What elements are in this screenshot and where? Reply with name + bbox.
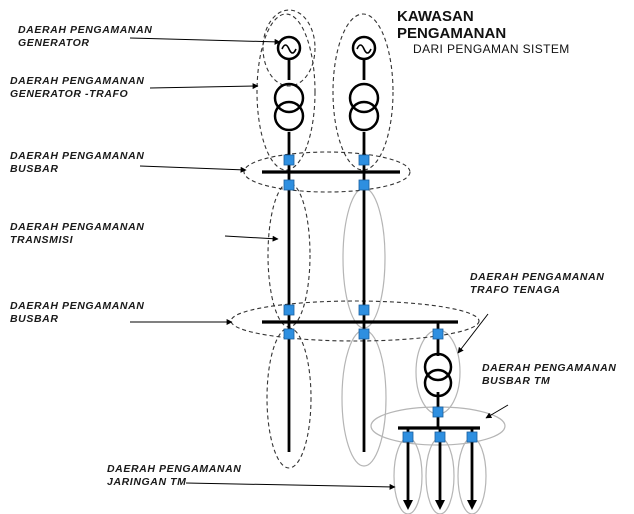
breaker [432,328,444,340]
pointer-trafo-tenaga [457,313,489,354]
solid-protection-zones [341,187,506,514]
label-jaringan-tm: DAERAH PENGAMANAN JARINGAN TM [107,463,241,489]
label-trafo-tenaga-line1: DAERAH PENGAMANAN [470,271,605,283]
transformer-generator-left [273,82,305,132]
breaker [283,154,295,166]
generators [276,35,377,61]
title-line-3: DARI PENGAMAN SISTEM [413,42,570,56]
breaker [466,431,478,443]
label-generator-trafo-line1: DAERAH PENGAMANAN [10,75,145,87]
label-busbar-top-line1: DAERAH PENGAMANAN [10,150,145,162]
breaker [432,406,444,418]
breaker [283,179,295,191]
circuit-breakers [283,154,478,443]
pointer-jaringan-tm [185,482,396,490]
generator-left [276,35,302,61]
transformer-generator-right [348,82,380,132]
pointer-generator-trafo [149,83,259,90]
conductors [262,58,480,500]
label-jaringan-tm-line1: DAERAH PENGAMANAN [107,463,242,475]
label-generator: DAERAH PENGAMANAN GENERATOR [18,24,152,50]
label-generator-line1: DAERAH PENGAMANAN [18,24,153,36]
label-transmisi-line2: TRANSMISI [10,234,74,246]
diagram-title: KAWASAN PENGAMANAN DARI PENGAMAN SISTEM [397,8,570,57]
label-trafo-tenaga: DAERAH PENGAMANAN TRAFO TENAGA [470,271,604,297]
zone-generator-left [262,9,316,87]
zone-busbar-mid [230,300,480,342]
dashed-protection-zones [230,9,480,469]
label-trafo-tenaga-line2: TRAFO TENAGA [470,284,561,296]
pointer-arrows [129,37,509,490]
feeder-arrowheads [403,500,477,510]
label-transmisi: DAERAH PENGAMANAN TRANSMISI [10,221,144,247]
pointer-busbar-top [139,165,247,173]
breaker [402,431,414,443]
breaker [358,154,370,166]
label-generator-line2: GENERATOR [18,37,90,49]
label-busbar-tm-line2: BUSBAR TM [482,375,551,387]
feeder-arrow-2 [435,500,445,510]
label-busbar-top-line2: BUSBAR [10,163,59,175]
zone-generator-trafo-right [332,13,394,171]
label-busbar-top: DAERAH PENGAMANAN BUSBAR [10,150,144,176]
label-busbar-tm-line1: DAERAH PENGAMANAN [482,362,617,374]
label-generator-trafo-line2: GENERATOR -TRAFO [10,88,129,100]
label-busbar-mid: DAERAH PENGAMANAN BUSBAR [10,300,144,326]
breaker [283,328,295,340]
breaker [283,304,295,316]
transformers [273,82,453,398]
title-line-2: PENGAMANAN [397,25,507,42]
breaker [358,328,370,340]
generator-right [351,35,377,61]
label-generator-trafo: DAERAH PENGAMANAN GENERATOR -TRAFO [10,75,144,101]
pointer-generator [129,37,281,45]
breaker [358,179,370,191]
feeder-arrow-3 [467,500,477,510]
label-busbar-tm: DAERAH PENGAMANAN BUSBAR TM [482,362,616,388]
feeder-arrow-1 [403,500,413,510]
label-busbar-mid-line1: DAERAH PENGAMANAN [10,300,145,312]
pointer-transmisi [224,235,279,242]
zone-generator-trafo-left [256,13,316,171]
transformer-tenaga [423,352,453,398]
breaker [358,304,370,316]
label-jaringan-tm-line2: JARINGAN TM [107,476,187,488]
label-transmisi-line1: DAERAH PENGAMANAN [10,221,145,233]
title-line-1: KAWASAN [397,8,474,25]
label-busbar-mid-line2: BUSBAR [10,313,59,325]
breaker [434,431,446,443]
pointer-busbar-tm [485,404,509,419]
